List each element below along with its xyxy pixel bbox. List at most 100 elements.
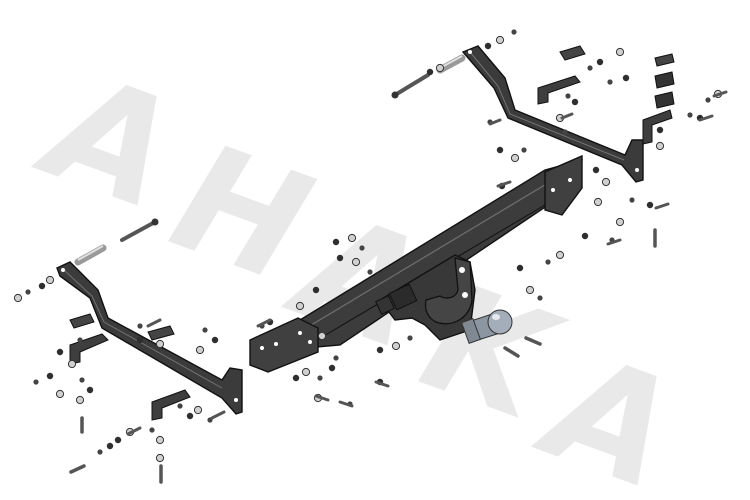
right-side-bracket-body bbox=[461, 45, 644, 183]
nut bbox=[136, 336, 144, 344]
nut bbox=[86, 386, 94, 394]
nut bbox=[622, 74, 630, 82]
clamp-plate bbox=[654, 53, 675, 67]
plate-hole bbox=[274, 342, 278, 346]
nut bbox=[38, 282, 46, 290]
angle-bracket-left bbox=[69, 313, 191, 421]
long-bolt bbox=[393, 73, 430, 97]
washer bbox=[75, 395, 85, 405]
angle-bracket bbox=[151, 389, 191, 421]
lock-washer bbox=[137, 323, 143, 329]
nut bbox=[484, 42, 492, 50]
nut bbox=[592, 166, 600, 174]
washer bbox=[45, 275, 55, 285]
nut bbox=[211, 336, 219, 344]
bracket-hole bbox=[468, 50, 472, 54]
tow-ball-shine bbox=[492, 314, 500, 320]
bolt bbox=[146, 318, 162, 328]
lock-washer bbox=[79, 377, 85, 383]
lock-washer bbox=[521, 147, 527, 153]
nut bbox=[46, 372, 54, 380]
bolt bbox=[698, 114, 714, 122]
lock-washer bbox=[407, 335, 413, 341]
washer bbox=[351, 257, 361, 267]
hitch-hole bbox=[459, 267, 465, 273]
washer bbox=[13, 293, 23, 303]
nut bbox=[56, 348, 64, 356]
angle-bracket-top-right bbox=[537, 45, 675, 145]
washer bbox=[295, 301, 305, 311]
lock-washer bbox=[367, 269, 373, 275]
washer bbox=[55, 389, 65, 399]
plate-hole bbox=[298, 331, 302, 335]
clamp-plate bbox=[69, 313, 95, 329]
lock-washer bbox=[705, 97, 711, 103]
plate-hole bbox=[308, 340, 312, 344]
lock-washer bbox=[333, 355, 339, 361]
nut bbox=[106, 442, 114, 450]
lock-washer bbox=[511, 29, 517, 35]
socket-plate bbox=[388, 283, 418, 311]
washer bbox=[391, 341, 401, 351]
lock-washer bbox=[687, 112, 693, 118]
lock-washer bbox=[77, 337, 83, 343]
nut bbox=[571, 98, 579, 106]
bracket-hole bbox=[635, 168, 639, 172]
plate-hole bbox=[551, 188, 555, 192]
washer bbox=[435, 63, 445, 73]
bolt bbox=[712, 90, 728, 98]
lock-washer bbox=[565, 93, 571, 99]
bolt bbox=[560, 112, 574, 120]
left-side-bracket-body bbox=[56, 261, 243, 415]
tow-ball-head bbox=[487, 309, 513, 335]
lock-washer bbox=[97, 449, 103, 455]
lock-washer bbox=[359, 245, 365, 251]
washer bbox=[195, 345, 205, 355]
short-bolt bbox=[503, 346, 520, 358]
nut bbox=[114, 436, 122, 444]
nut bbox=[376, 346, 384, 354]
bolt bbox=[126, 426, 142, 436]
nut bbox=[496, 146, 504, 154]
nut bbox=[332, 238, 340, 246]
nut bbox=[516, 264, 524, 272]
lock-washer bbox=[33, 379, 39, 385]
washer bbox=[347, 233, 357, 243]
spacer-rod-shine bbox=[439, 55, 463, 69]
washer bbox=[193, 405, 203, 415]
nut bbox=[292, 374, 300, 382]
hitch-hole bbox=[462, 292, 468, 298]
nut bbox=[328, 364, 336, 372]
lock-washer bbox=[629, 197, 635, 203]
washer bbox=[155, 339, 165, 349]
lock-washer bbox=[587, 65, 593, 71]
short-bolt bbox=[524, 336, 542, 346]
tow-ball bbox=[460, 309, 513, 345]
plate-hole bbox=[260, 346, 264, 350]
lock-washer bbox=[25, 289, 31, 295]
washer bbox=[593, 197, 603, 207]
tow-ball-flange bbox=[460, 317, 482, 345]
bracket-hole bbox=[234, 398, 238, 402]
nut bbox=[656, 126, 664, 134]
bolt bbox=[374, 380, 390, 388]
washer bbox=[67, 359, 77, 369]
lock-washer bbox=[317, 375, 323, 381]
left-side-bracket-highlight bbox=[63, 269, 223, 389]
nut bbox=[312, 286, 320, 294]
washer bbox=[495, 35, 505, 45]
washer bbox=[317, 331, 327, 341]
clamp-plate bbox=[559, 45, 586, 61]
bolt bbox=[606, 238, 622, 246]
bolt bbox=[496, 180, 512, 188]
right-side-bracket bbox=[461, 45, 644, 183]
socket-plate-detail bbox=[375, 295, 395, 315]
nut bbox=[186, 412, 194, 420]
nut bbox=[336, 254, 344, 262]
washer bbox=[155, 435, 165, 445]
lock-washer bbox=[177, 403, 183, 409]
cross-beam-right-plate bbox=[544, 154, 583, 216]
lock-washer bbox=[149, 427, 155, 433]
